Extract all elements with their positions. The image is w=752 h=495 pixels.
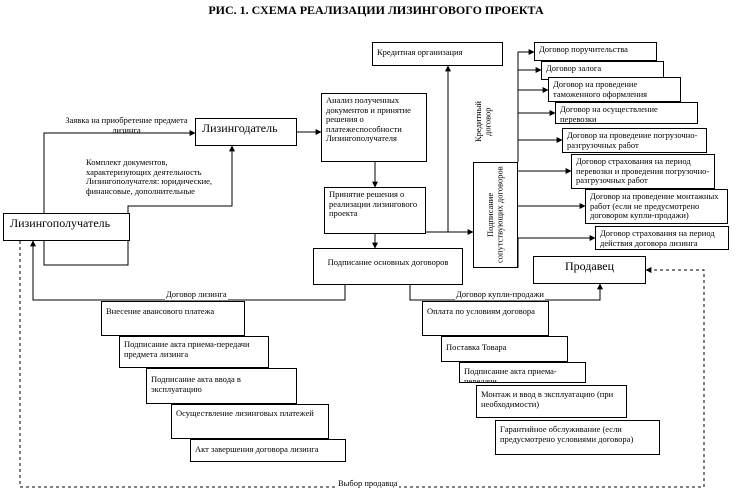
label-purchase-contract: Договор купли-продажи (455, 289, 545, 300)
accomp-contract-7: Договор на проведение монтажных работ (е… (585, 189, 728, 224)
node-decision: Принятие решения о реализации лизинговог… (324, 187, 426, 234)
seller-choice-arrow (19, 241, 705, 488)
accomp-contract-5: Договор на проведение погрузочно-разгруз… (562, 128, 707, 153)
leasing-contract-arrow (30, 240, 346, 301)
accomp-contract-8: Договор страхования на период действия д… (595, 226, 729, 250)
signing-accomp-label: Подписание сопутствующих договоров (484, 166, 505, 264)
purchase-step-5: Гарантийное обслуживание (если предусмот… (495, 420, 660, 455)
purchase-step-3: Подписание акта приема-передачи (459, 362, 586, 383)
purchase-step-1: Оплата по условиям договора (422, 301, 549, 336)
leasing-step-4: Осуществление лизинговых платежей (171, 404, 329, 439)
purchase-step-4: Монтаж и ввод в эксплуатацию (при необхо… (476, 385, 627, 418)
label-seller-choice: Выбор продавца (337, 478, 399, 489)
accomp-contract-1: Договор поручительства (534, 42, 657, 61)
accomp-contract-4: Договор на осуществление перевозки (555, 102, 698, 124)
diagram-title: РИС. 1. СХЕМА РЕАЛИЗАЦИИ ЛИЗИНГОВОГО ПРО… (208, 3, 544, 17)
node-lessee: Лизингополучатель (3, 213, 130, 241)
node-signing-accomp: Подписание сопутствующих договоров (473, 162, 518, 268)
label-application: Заявка на приобретение предмета лизинга (65, 115, 188, 135)
node-lessor: Лизингодатель (195, 118, 297, 146)
application-arrow (43, 130, 196, 213)
leasing-step-1: Внесение авансового платежа (101, 301, 245, 336)
accomp-contract-3: Договор на проведение таможенного оформл… (548, 77, 681, 102)
accomp-arrow-1 (517, 49, 535, 162)
leasing-step-2: Подписание акта приема-передачи предмета… (119, 336, 269, 368)
accomp-contract-6: Договор страхования на период перевозки … (571, 154, 715, 189)
leasing-step-3: Подписание акта ввода в эксплуатацию (146, 368, 297, 404)
purchase-contract-arrow (409, 283, 603, 301)
credit-contract-text: Кредитный договор (473, 101, 493, 143)
node-credit-org: Кредитная организация (372, 42, 503, 66)
label-leasing-contract: Договор лизинга (165, 289, 228, 300)
purchase-step-2: Поставка Товара (441, 336, 568, 362)
node-seller: Продавец (533, 256, 646, 284)
node-signing-main: Подписание основных договоров (313, 248, 463, 285)
label-credit-contract: Кредитный договор (473, 87, 494, 157)
node-analysis: Анализ полученных документов и принятие … (321, 93, 427, 162)
label-documents: Комплект документов, характеризующих дея… (86, 158, 213, 196)
leasing-step-5: Акт завершения договора лизинга (190, 439, 346, 462)
